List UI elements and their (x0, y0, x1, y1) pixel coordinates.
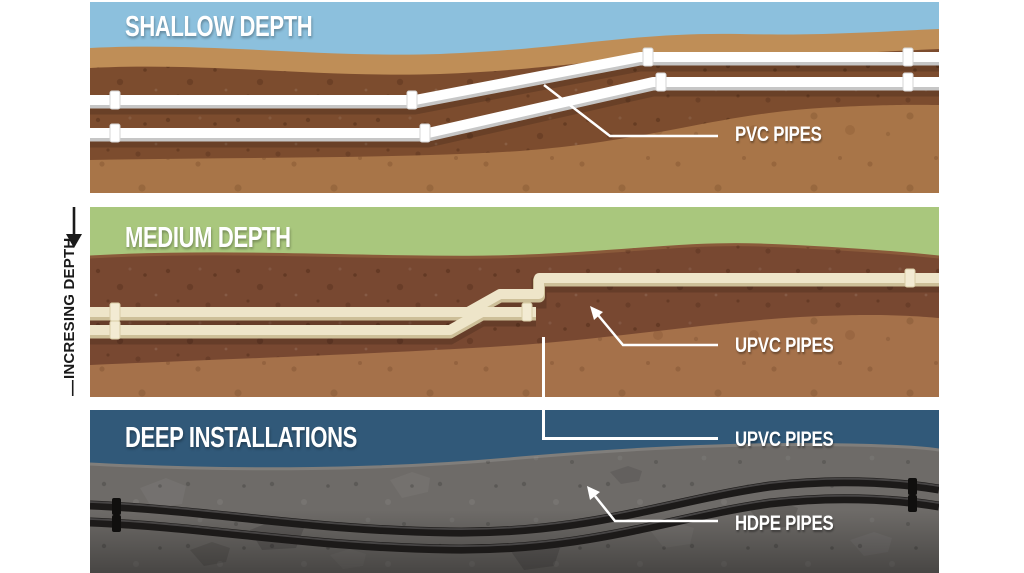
pvc-pipe-upper (90, 52, 939, 115)
pipe-couplings (112, 478, 917, 532)
pipe-couplings (109, 268, 916, 340)
depth-axis-label: INCRESING DEPTH (61, 237, 78, 379)
medium-art (90, 207, 939, 397)
upvc-cross-leader-vertical (542, 337, 545, 439)
depth-axis-dash: — (64, 380, 81, 396)
hdpe-pipes-label: HDPE PIPES (735, 512, 834, 535)
upvc-cross-leader-horizontal (542, 437, 718, 440)
hdpe-pipe-lower (90, 494, 939, 554)
subsoil-texture (90, 104, 939, 193)
deep-title: DEEP INSTALLATIONS (125, 422, 357, 454)
subsoil-texture (90, 315, 939, 397)
pvc-pipe-lower (90, 77, 939, 148)
medium-title: MEDIUM DEPTH (125, 222, 291, 254)
shallow-art (90, 2, 939, 193)
down-arrow-icon (66, 207, 82, 248)
hdpe-leader-line (587, 486, 718, 523)
pvc-pipes-label: PVC PIPES (735, 123, 822, 146)
shallow-title: SHALLOW DEPTH (125, 11, 313, 43)
upvc-pipe-lower (90, 307, 536, 345)
upvc-pipes-deep-label: UPVC PIPES (735, 428, 834, 451)
upvc-pipe-upper (90, 273, 939, 327)
hdpe-pipe-upper (90, 477, 939, 537)
deep-art (90, 410, 939, 573)
panel-medium: MEDIUM DEPTH UPVC PIPES (90, 207, 939, 397)
panel-deep: DEEP INSTALLATIONS UPVC PIPES HDPE PIPES (90, 410, 939, 573)
panel-shallow: SHALLOW DEPTH PVC PIPES (90, 2, 939, 193)
upvc-leader-line (590, 306, 718, 347)
upvc-pipes-label: UPVC PIPES (735, 334, 834, 357)
pvc-leader-line (543, 84, 718, 138)
pipe-couplings (109, 47, 914, 143)
